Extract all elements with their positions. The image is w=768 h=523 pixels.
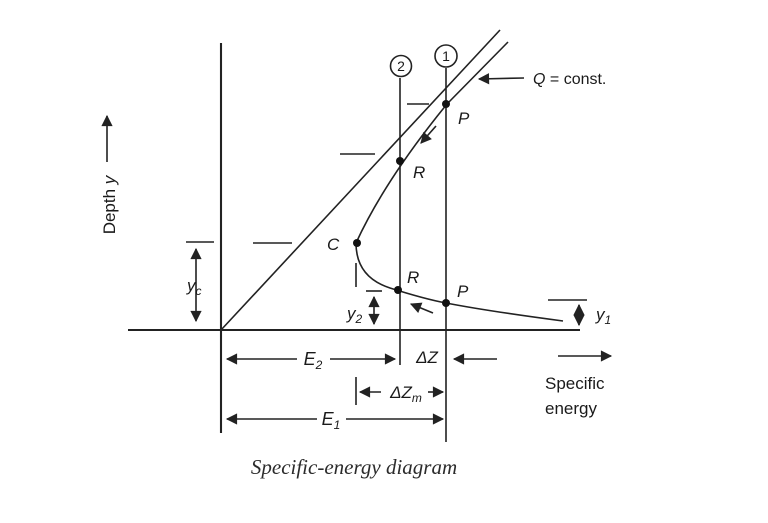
section-2-label: 2 xyxy=(397,58,405,74)
e1-label: E1 xyxy=(322,409,341,432)
section-1-label: 1 xyxy=(442,48,450,64)
y-axis-title: Depth y xyxy=(100,174,119,234)
point-c-label: C xyxy=(327,235,340,254)
figure-caption: Specific-energy diagram xyxy=(251,455,457,479)
q-const-label: Q = const. xyxy=(533,71,606,88)
y2-label: y2 xyxy=(346,304,363,326)
dz-label: ΔZ xyxy=(415,348,438,367)
point-p-lower-dot xyxy=(442,299,450,307)
point-p-upper-dot xyxy=(442,100,450,108)
flow-arrow-lower xyxy=(409,302,434,314)
section-circle-1 xyxy=(434,44,458,68)
point-r-lower-dot xyxy=(394,286,402,294)
point-r-lower-label: R xyxy=(407,268,419,287)
yc-label: yc xyxy=(186,276,202,298)
q-const-arrow xyxy=(477,73,525,85)
e-equals-y-line xyxy=(220,29,501,331)
point-p-upper-label: P xyxy=(458,109,470,128)
point-p-lower-label: P xyxy=(457,282,469,301)
e2-label: E2 xyxy=(304,349,323,372)
flow-arrow-upper xyxy=(420,125,437,144)
section-circle-2 xyxy=(389,54,413,78)
y1-label: y1 xyxy=(595,305,611,327)
specific-energy-curve xyxy=(355,41,564,322)
x-axis-title-line2: energy xyxy=(545,399,597,418)
point-r-upper-dot xyxy=(396,157,404,165)
x-axis-title-line1: Specific xyxy=(545,374,605,393)
dzm-label: ΔZm xyxy=(389,383,422,405)
point-r-upper-label: R xyxy=(413,163,425,182)
point-c-dot xyxy=(353,239,361,247)
